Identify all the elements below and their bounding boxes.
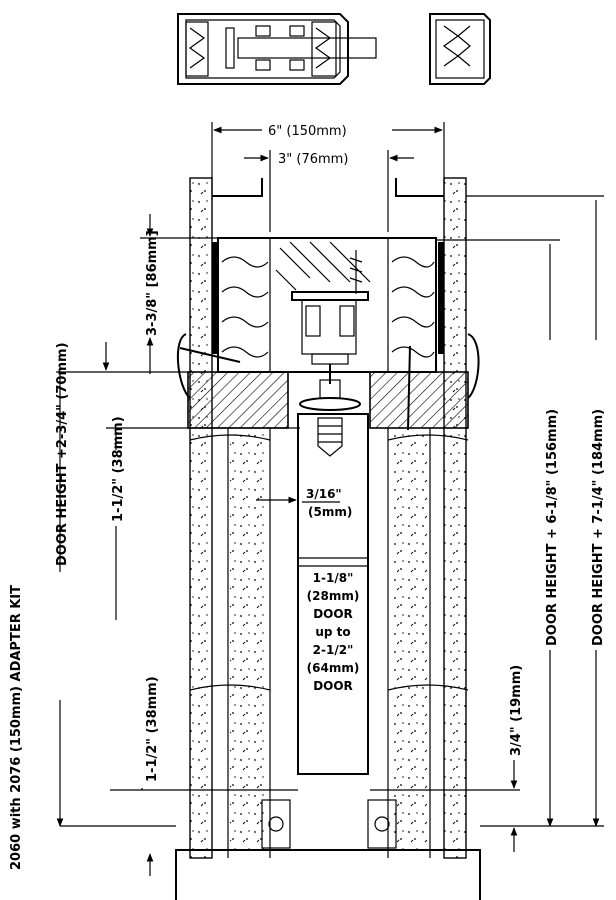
width-inner-label: 3" (76mm) (278, 152, 348, 167)
header-block (212, 237, 444, 373)
door-note-line: (28mm) (307, 589, 360, 603)
right-trim (369, 371, 469, 429)
left-wall (189, 177, 263, 859)
right-casing (467, 333, 480, 399)
gap-mm-label: (5mm) (308, 505, 352, 519)
door-note-line: (64mm) (307, 661, 360, 675)
left-trim (187, 371, 289, 429)
door-note-line: up to (315, 625, 350, 639)
door-height-184-label: DOOR HEIGHT + 7-1/4" (184mm) (591, 409, 606, 646)
door-note-line: DOOR (313, 679, 353, 693)
roller-hanger (291, 250, 369, 411)
door-slab (297, 413, 369, 775)
right-dimensions (370, 195, 604, 852)
jamb-38-bottom-label: 1-1/2" (38mm) (145, 676, 160, 782)
door-height-156-label: DOOR HEIGHT + 6-1/8" (156mm) (545, 409, 560, 646)
track-end-view (429, 13, 491, 85)
left-dimensions (56, 214, 300, 876)
floor-guides (261, 799, 397, 849)
title-label: 2060 with 2076 (150mm) ADAPTER KIT (9, 585, 24, 870)
door-note-line: 2-1/2" (313, 643, 354, 657)
floor (175, 849, 481, 900)
width-outer-label: 6" (150mm) (268, 124, 347, 139)
gap-label: 3/16" (306, 487, 342, 501)
floor-gap-label: 3/4" (19mm) (509, 665, 524, 756)
door-note-line: 1-1/8" (313, 571, 354, 585)
door-note: 1-1/8" (28mm) DOOR up to 2-1/2" (64mm) D… (307, 571, 360, 693)
door-note-line: DOOR (313, 607, 353, 621)
header-dim-label: 3-3/8" [86mm] (145, 230, 160, 336)
door-height-70-label: DOOR HEIGHT +2-3/4" (70mm) (55, 342, 70, 566)
left-casing (176, 333, 191, 399)
track-section-view (177, 13, 377, 85)
jamb-38-top-label: 1-1/2" (38mm) (111, 416, 126, 522)
